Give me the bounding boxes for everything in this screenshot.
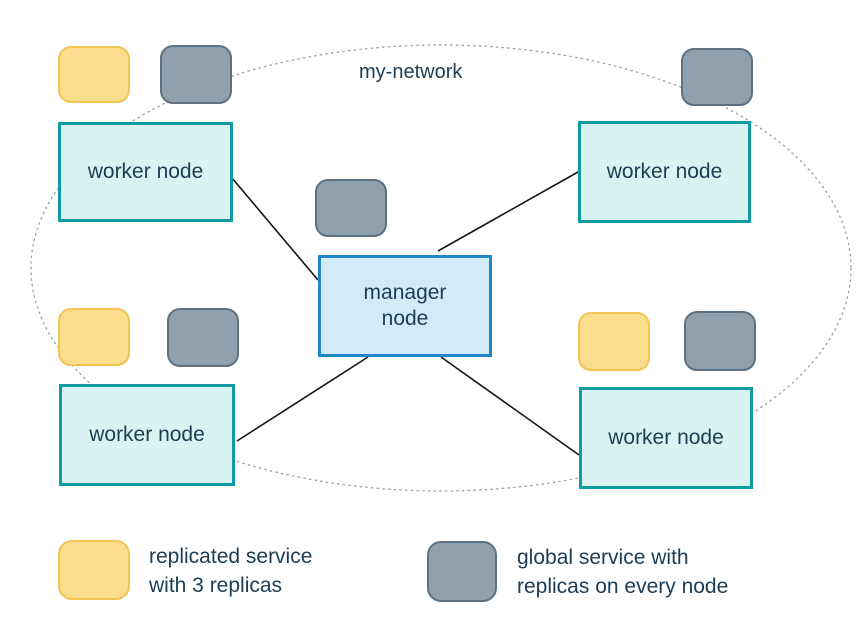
- link-line-manager-worker-br: [440, 356, 580, 456]
- legend-replicated-service-label: replicated service with 3 replicas: [149, 542, 312, 600]
- global-service-task: [315, 179, 387, 237]
- global-service-task: [167, 308, 239, 367]
- worker-node-bottom-right: worker node: [579, 387, 753, 489]
- worker-node-label: worker node: [89, 423, 205, 446]
- manager-node: manager node: [318, 255, 492, 357]
- legend-global-line1: global service with: [517, 546, 689, 569]
- worker-node-top-right: worker node: [578, 121, 751, 223]
- worker-node-label: worker node: [606, 160, 723, 183]
- link-line-worker-tl-manager: [231, 177, 319, 281]
- link-line-worker-tr-manager: [437, 171, 579, 252]
- legend-global-service-swatch: [427, 541, 497, 602]
- worker-node-bottom-left: worker node: [59, 384, 235, 486]
- replicated-service-task: [578, 312, 650, 371]
- link-line-manager-worker-bl: [236, 356, 369, 442]
- network-name-label: my-network: [359, 61, 463, 83]
- global-service-task: [684, 311, 756, 371]
- legend-replicated-line2: with 3 replicas: [149, 574, 283, 597]
- global-service-task: [681, 48, 753, 106]
- manager-node-label: manager node: [363, 281, 447, 330]
- worker-node-label: worker node: [608, 426, 724, 449]
- worker-node-top-left: worker node: [58, 122, 233, 222]
- replicated-service-task: [58, 308, 130, 366]
- legend-global-line2: replicas on every node: [517, 575, 729, 598]
- global-service-task: [160, 45, 232, 104]
- legend-replicated-service-swatch: [58, 540, 130, 600]
- legend-replicated-line1: replicated service: [149, 545, 313, 568]
- legend-global-service-label: global service with replicas on every no…: [517, 543, 728, 601]
- worker-node-label: worker node: [87, 160, 204, 183]
- replicated-service-task: [58, 46, 130, 103]
